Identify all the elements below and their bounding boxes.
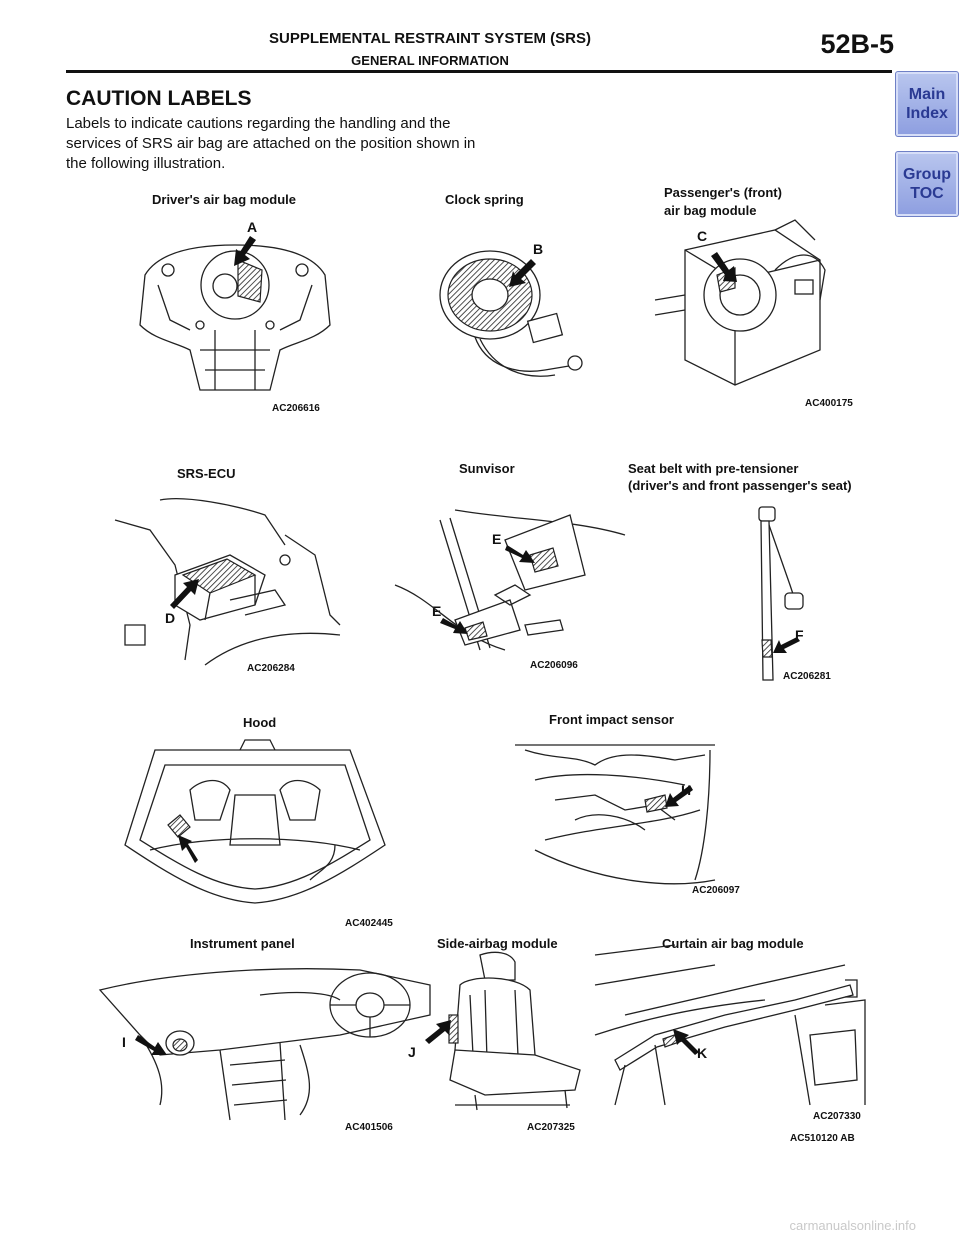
- code-seat-belt: AC206281: [783, 671, 831, 682]
- intro-paragraph: Labels to indicate cautions regarding th…: [66, 115, 476, 172]
- seat-belt-illustration: [758, 506, 804, 681]
- side-airbag-illustration: [425, 951, 581, 1111]
- passenger-airbag-illustration: [654, 219, 826, 386]
- section-title: CAUTION LABELS: [66, 87, 252, 110]
- header-rule: [66, 70, 892, 73]
- header-subtitle: GENERAL INFORMATION: [351, 53, 509, 68]
- caption-clock-spring: Clock spring: [445, 192, 524, 207]
- srs-ecu-illustration: [114, 498, 341, 666]
- caption-driver-airbag: Driver's air bag module: [152, 192, 296, 207]
- caption-passenger-airbag-line2: air bag module: [664, 203, 757, 218]
- label-letter-b: B: [533, 241, 544, 257]
- code-front-sensor: AC206097: [692, 885, 740, 896]
- label-letter-j: J: [408, 1044, 416, 1060]
- caption-hood: Hood: [243, 715, 277, 730]
- label-letter-d: D: [165, 610, 176, 626]
- clock-spring-illustration: [439, 250, 583, 377]
- caption-srs-ecu: SRS-ECU: [177, 466, 236, 481]
- caption-seat-belt-line1: Seat belt with pre-tensioner: [628, 461, 799, 476]
- caption-side-airbag: Side-airbag module: [437, 936, 558, 951]
- caption-passenger-airbag-line1: Passenger's (front): [664, 185, 782, 200]
- code-passenger-airbag: AC400175: [805, 398, 853, 409]
- code-srs-ecu: AC206284: [247, 663, 295, 674]
- header-title: SUPPLEMENTAL RESTRAINT SYSTEM (SRS): [269, 30, 591, 47]
- caption-seat-belt-line2: (driver's and front passenger's seat): [628, 478, 852, 493]
- page-number: 52B-5: [820, 29, 894, 59]
- label-letter-c: C: [697, 228, 708, 244]
- curtain-airbag-illustration: [594, 944, 866, 1106]
- label-letter-k: K: [697, 1045, 708, 1061]
- figure-reference-code: AC510120 AB: [790, 1133, 855, 1144]
- hood-illustration: [124, 739, 386, 904]
- code-sunvisor: AC206096: [530, 660, 578, 671]
- code-curtain-airbag: AC207330: [813, 1111, 861, 1122]
- code-side-airbag: AC207325: [527, 1122, 575, 1133]
- code-instrument-panel: AC401506: [345, 1122, 393, 1133]
- code-driver-airbag: AC206616: [272, 403, 320, 414]
- front-sensor-illustration: [515, 744, 716, 885]
- code-hood: AC402445: [345, 918, 393, 929]
- sunvisor-illustration: [394, 509, 626, 651]
- label-letter-i: I: [122, 1034, 126, 1050]
- caption-curtain-airbag: Curtain air bag module: [662, 936, 804, 951]
- label-letter-f: F: [795, 627, 804, 643]
- label-letter-a: A: [247, 219, 258, 235]
- label-letter-e-upper: E: [492, 531, 502, 547]
- caption-front-sensor: Front impact sensor: [549, 712, 674, 727]
- footer-watermark[interactable]: carmanualsonline.info: [789, 1218, 916, 1233]
- caption-instrument-panel: Instrument panel: [190, 936, 295, 951]
- caption-sunvisor: Sunvisor: [459, 461, 515, 476]
- driver-airbag-illustration: [139, 236, 331, 391]
- instrument-panel-illustration: [98, 968, 431, 1121]
- label-letter-e-lower: E: [432, 603, 442, 619]
